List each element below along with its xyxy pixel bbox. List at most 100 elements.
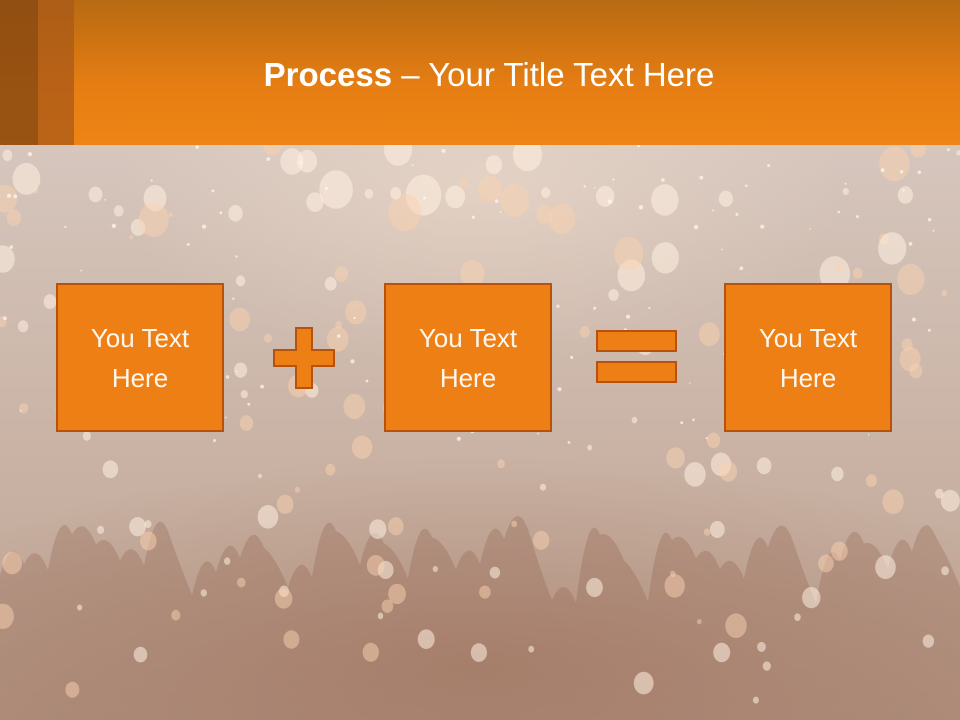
lantern-glow [922,634,935,648]
light-speck [567,441,571,444]
lantern-glow [831,466,844,482]
lantern-glow [478,175,502,203]
light-speck [917,170,922,175]
lantern-glow [88,186,103,203]
light-speck [902,189,905,192]
lantern-glow [417,629,435,649]
light-speck [720,248,723,251]
lantern-glow [459,177,468,187]
lantern-glow [909,363,923,379]
lantern-glow [709,521,725,538]
lantern-glow [897,186,914,204]
lantern-glow [596,185,615,207]
light-speck [350,359,355,364]
lantern-glow [719,461,738,482]
lantern-glow [666,447,685,469]
light-speck [767,164,771,167]
lantern-glow [879,146,910,182]
lantern-glow [351,435,373,459]
lantern-glow [224,557,231,565]
light-speck [365,379,369,383]
light-speck [411,164,414,167]
light-speck [837,210,841,214]
lantern-glow [263,333,272,343]
lantern-glow [77,604,83,611]
lantern-glow [82,431,91,441]
light-speck [423,196,426,200]
light-speck [211,189,215,193]
lantern-glow [390,187,401,200]
light-speck [556,304,560,308]
lantern-glow [129,517,147,537]
lantern-glow [882,489,904,515]
lantern-glow [388,583,406,605]
lantern-glow [539,483,547,491]
lantern-glow [511,520,518,528]
process-box-text: You Text Here [90,322,190,393]
light-speck [680,421,684,425]
light-speck [899,170,904,174]
lantern-glow [138,202,169,238]
lantern-glow [548,203,576,235]
light-speck [583,185,586,188]
light-speck [456,436,461,441]
lantern-glow [865,474,878,487]
lantern-glow [168,212,173,218]
lantern-glow [326,326,349,352]
lantern-glow [366,555,385,576]
process-box-3[interactable]: You Text Here [724,283,892,432]
lantern-glow [274,588,293,609]
lantern-glow [345,300,367,325]
process-box-text: You Text Here [418,322,518,393]
lantern-glow [631,416,638,424]
light-speck [537,432,539,435]
lantern-glow [362,642,379,662]
lantern-glow [65,681,80,698]
lantern-glow [171,609,181,621]
light-speck [855,215,859,219]
lantern-glow [479,585,491,599]
lantern-glow [878,232,907,265]
lantern-glow [756,457,772,475]
light-speck [648,307,651,310]
light-speck [260,384,264,389]
light-speck [219,211,223,215]
process-box-2[interactable]: You Text Here [384,283,552,432]
light-speck [712,209,715,212]
slide-title[interactable]: Process – Your Title Text Here [74,50,904,100]
lantern-glow [651,242,679,274]
title-bar: Process – Your Title Text Here [0,0,960,145]
light-speck [186,243,190,246]
lantern-glow [263,145,282,156]
light-speck [213,439,216,442]
lantern-glow [294,486,300,493]
light-speck [626,314,631,319]
light-speck [111,223,117,229]
light-speck [607,199,612,204]
lantern-glow [713,642,731,663]
lantern-glow [831,541,848,561]
plus-icon [273,327,335,389]
lantern-glow [140,531,157,551]
lantern-glow [664,574,685,598]
lantern-glow [432,566,438,572]
lantern-glow [633,671,654,695]
lantern-glow [579,326,590,338]
lantern-glow [276,494,294,514]
lantern-glow [6,209,22,227]
process-box-1[interactable]: You Text Here [56,283,224,432]
light-speck [661,178,665,182]
light-speck [266,157,271,161]
lantern-glow [752,696,759,704]
header-accent-strip [0,0,38,145]
lantern-glow [718,190,734,207]
light-speck [638,205,644,210]
light-speck [844,182,847,185]
light-speck [927,328,931,332]
lantern-glow [369,519,387,539]
lantern-glow [470,643,487,662]
lantern-glow [497,459,505,469]
lantern-glow [852,267,863,279]
light-speck [688,382,691,384]
light-speck [225,375,230,379]
